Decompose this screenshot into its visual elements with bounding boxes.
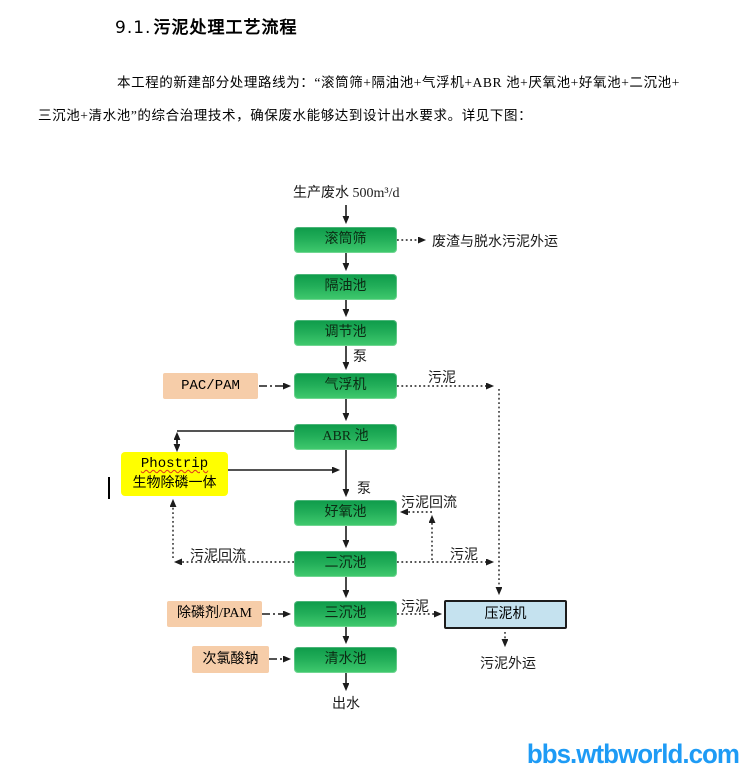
sludge-label-to-press: 污泥 [401,600,429,615]
phostrip-label-cn: 生物除磷一体 [132,476,217,491]
section-title: 污泥处理工艺流程 [153,18,298,38]
section-heading: 9.1.污泥处理工艺流程 [115,13,297,38]
waste-residue-out-label: 废渣与脱水污泥外运 [432,235,558,250]
sludge-label-flotation: 污泥 [428,371,456,386]
sludge-return-aerobic-label: 污泥回流 [401,496,457,511]
sludge-label-secondary: 污泥 [450,548,478,563]
effluent-label: 出水 [332,697,360,712]
process-box-regulating-tank: 调节池 [294,320,397,346]
chemical-box-pac-pam: PAC/PAM [163,373,258,399]
watermark-text: bbs.wtbworld.com [526,739,740,769]
process-box-air-flotation: 气浮机 [294,373,397,399]
process-box-secondary-clarifier: 二沉池 [294,551,397,577]
phostrip-unit-box: Phostrip 生物除磷一体 [121,452,228,496]
paragraph-line-1: 本工程的新建部分处理路线为：“滚筒筛+隔油池+气浮机+ABR 池+厌氧池+好氧池… [117,75,680,90]
process-box-drum-screen: 滚筒筛 [294,227,397,253]
paragraph-line-2: 三沉池+清水池”的综合治理技术，确保废水能够达到设计出水要求。详见下图： [38,108,533,123]
sludge-out-label: 污泥外运 [480,657,536,672]
phostrip-label-en: Phostrip [140,456,209,472]
process-box-oil-separator: 隔油池 [294,274,397,300]
process-box-abr-tank: ABR 池 [294,424,397,450]
chemical-box-phosphorus-pam: 除磷剂/PAM [167,601,262,627]
process-box-aerobic-tank: 好氧池 [294,500,397,526]
process-box-tertiary-clarifier: 三沉池 [294,601,397,627]
text-cursor-mark [108,477,110,499]
pump-label-1: 泵 [353,350,367,365]
pump-label-2: 泵 [357,482,371,497]
process-box-clear-water-tank: 清水池 [294,647,397,673]
sludge-press-box: 压泥机 [444,600,567,629]
section-number: 9.1. [115,18,152,38]
influent-label: 生产废水 500m³/d [293,186,400,201]
chemical-box-sodium-hypochlorite: 次氯酸钠 [192,646,269,673]
sludge-return-phostrip-label: 污泥回流 [190,549,246,564]
